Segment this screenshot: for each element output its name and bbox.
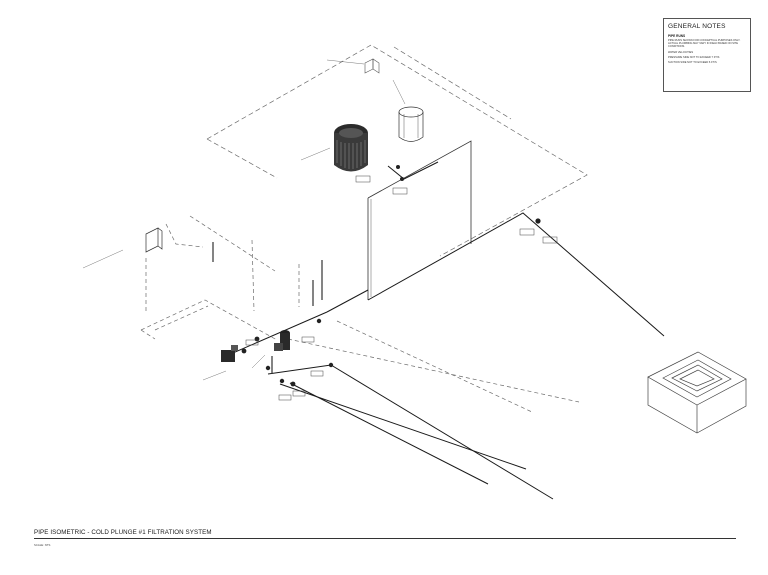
general-notes-subtitle: PIPE RUNS <box>668 34 686 38</box>
label-leaders <box>82 59 406 381</box>
electrical-panel <box>145 227 163 253</box>
pipe-runs <box>225 161 665 500</box>
fitting-tags <box>245 175 558 401</box>
cold-plunge-tub-icon <box>647 351 747 434</box>
chiller-unit-icon <box>334 124 368 172</box>
dashed-pipe-runs <box>140 215 580 413</box>
sheet-scale-wrap: SCALE: NTS <box>34 541 50 547</box>
general-notes-line: PIPE RUNS SHOWN FOR CONCEPTUAL PURPOSES … <box>668 39 741 49</box>
vertical-risers <box>212 242 323 374</box>
pump-assembly-icon <box>221 165 541 387</box>
sheet-title: PIPE ISOMETRIC - COLD PLUNGE #1 FILTRATI… <box>34 529 212 536</box>
top-enclosure <box>364 58 380 74</box>
sheet-scale: SCALE: NTS <box>34 543 51 547</box>
equipment-pad-outline <box>206 44 588 257</box>
sheet-title-block: PIPE ISOMETRIC - COLD PLUNGE #1 FILTRATI… <box>34 529 734 536</box>
general-notes-line: PRESSURE SIDE NOT TO EXCEED 7 FT/S <box>668 55 720 59</box>
general-notes-box: GENERAL NOTES PIPE RUNS PIPE RUNS SHOWN … <box>663 18 751 92</box>
general-notes-line: SUCTION SIDE NOT TO EXCEED 6 FT/S <box>668 61 717 65</box>
general-notes-title: GENERAL NOTES <box>668 23 726 30</box>
wall-panel <box>367 140 472 300</box>
filter-tank-icon <box>398 106 424 142</box>
general-notes-line: WATER VELOCITIES <box>668 50 694 54</box>
title-underline <box>34 538 736 539</box>
